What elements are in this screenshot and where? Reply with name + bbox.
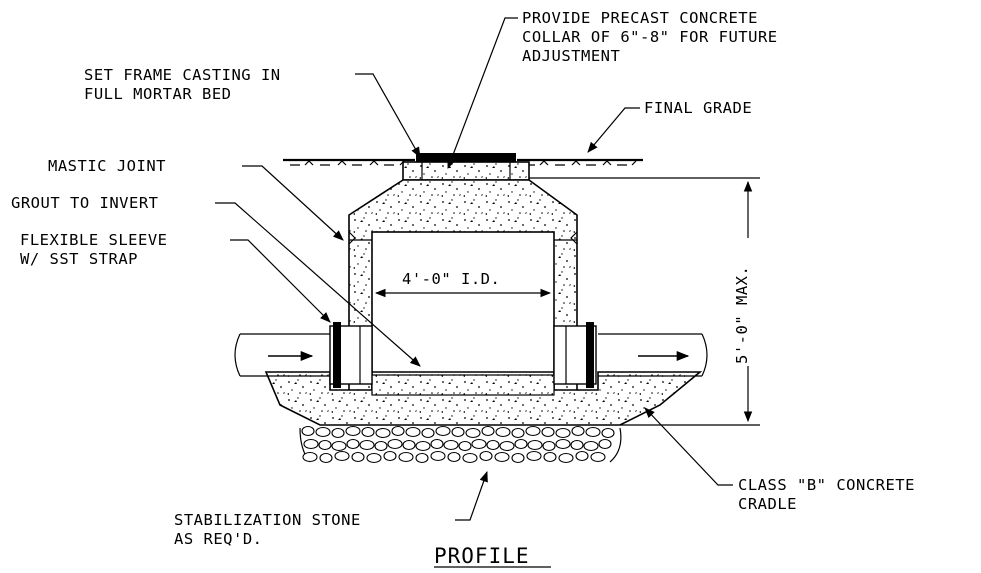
stone-note-line-2: AS REQ'D. (174, 530, 263, 548)
stone-pebble (494, 451, 510, 463)
stone-pebble (514, 438, 528, 450)
stone-pebble (465, 427, 481, 439)
stone-pebble (415, 440, 431, 452)
outlet-pipe (553, 322, 708, 388)
stone-pebble (361, 426, 375, 438)
stone-pebble (555, 438, 571, 450)
stone-pebble (585, 426, 601, 438)
stone-pebble (430, 438, 444, 450)
stone-pebble (598, 438, 612, 450)
stone-pebble (375, 427, 391, 439)
stone-pebble (359, 439, 375, 451)
stone-pebble (303, 438, 319, 450)
stone-pebble (443, 439, 459, 451)
stone-pebble (351, 451, 365, 463)
cradle-note-line-1: CLASS "B" CONCRETE (738, 476, 915, 494)
frame-note-line-2: FULL MORTAR BED (84, 85, 231, 103)
stone-pebble (479, 450, 493, 462)
stone-pebble (302, 451, 318, 463)
collar-note-line-3: ADJUSTMENT (522, 47, 620, 65)
stone-pebble (331, 440, 347, 452)
stone-pebble (481, 425, 495, 437)
stone-pebble (331, 427, 345, 439)
stone-pebble (555, 427, 571, 439)
stone-pebble (543, 451, 557, 463)
collar-note-line-1: PROVIDE PRECAST CONCRETE (522, 9, 758, 27)
mastic-joint-label: MASTIC JOINT (48, 157, 166, 175)
stone-pebble (571, 425, 585, 437)
stone-pebble (541, 426, 555, 438)
final-grade-ground-left (283, 158, 415, 166)
final-grade-label: FINAL GRADE (644, 99, 752, 117)
stone-pebble (366, 452, 382, 464)
stone-pebble (387, 438, 403, 450)
final-grade-ground-right (517, 158, 643, 166)
stone-pebble (542, 440, 556, 452)
drawing-title: PROFILE (434, 544, 530, 568)
frame-note-line-1: SET FRAME CASTING IN (84, 66, 281, 84)
stone-pebble (319, 452, 333, 464)
stone-pebble (526, 450, 542, 462)
stone-note-line-1: STABILIZATION STONE (174, 511, 361, 529)
stone-pebble (318, 439, 332, 451)
stone-pebble (334, 450, 350, 462)
stone-pebble (391, 425, 405, 437)
stone-pebble (590, 451, 606, 463)
stone-pebble (430, 450, 446, 462)
stone-pebble (495, 426, 511, 438)
stone-pebble (345, 425, 361, 437)
concrete-cradle (264, 371, 703, 426)
stone-pebble (601, 427, 615, 439)
inlet-pipe (234, 322, 373, 388)
inner-diameter-label: 4'-0" I.D. (402, 270, 500, 288)
stone-pebble (346, 438, 360, 450)
height-dimension: 5'-0" MAX. (529, 177, 760, 426)
stone-pebble (471, 438, 487, 450)
stone-pebble (402, 439, 416, 451)
stone-pebble (525, 425, 541, 437)
stone-pebble (499, 440, 515, 452)
stabilization-stone (299, 425, 622, 464)
stone-pebble (315, 426, 331, 438)
stone-pebble (415, 452, 429, 464)
stone-pebble (583, 440, 599, 452)
stone-pebble (435, 425, 451, 437)
precast-collar (402, 153, 530, 181)
stone-pebble (301, 425, 315, 437)
stone-pebble (405, 426, 421, 438)
stone-pebble (374, 440, 388, 452)
stone-pebble (511, 452, 525, 464)
stone-pebble (447, 451, 461, 463)
stone-pebble (451, 426, 465, 438)
stone-pebble (575, 450, 589, 462)
height-label: 5'-0" MAX. (733, 266, 751, 364)
stone-pebble (458, 440, 472, 452)
grout-label: GROUT TO INVERT (11, 194, 158, 212)
leader-lines (215, 17, 733, 521)
sleeve-note-line-1: FLEXIBLE SLEEVE (20, 231, 167, 249)
stone-pebble (511, 427, 525, 439)
sleeve-note-line-2: W/ SST STRAP (20, 250, 138, 268)
stone-pebble (558, 452, 574, 464)
stone-pebble (462, 452, 478, 464)
stone-pebble (421, 427, 435, 439)
cradle-note-line-2: CRADLE (738, 495, 797, 513)
stone-pebble (570, 439, 584, 451)
inner-diameter-dimension: 4'-0" I.D. (374, 268, 552, 298)
stone-pebble (486, 439, 500, 451)
collar-note-line-2: COLLAR OF 6"-8" FOR FUTURE (522, 28, 778, 46)
stone-pebble (527, 439, 543, 451)
stone-pebble (383, 450, 397, 462)
stone-pebble (398, 451, 414, 463)
